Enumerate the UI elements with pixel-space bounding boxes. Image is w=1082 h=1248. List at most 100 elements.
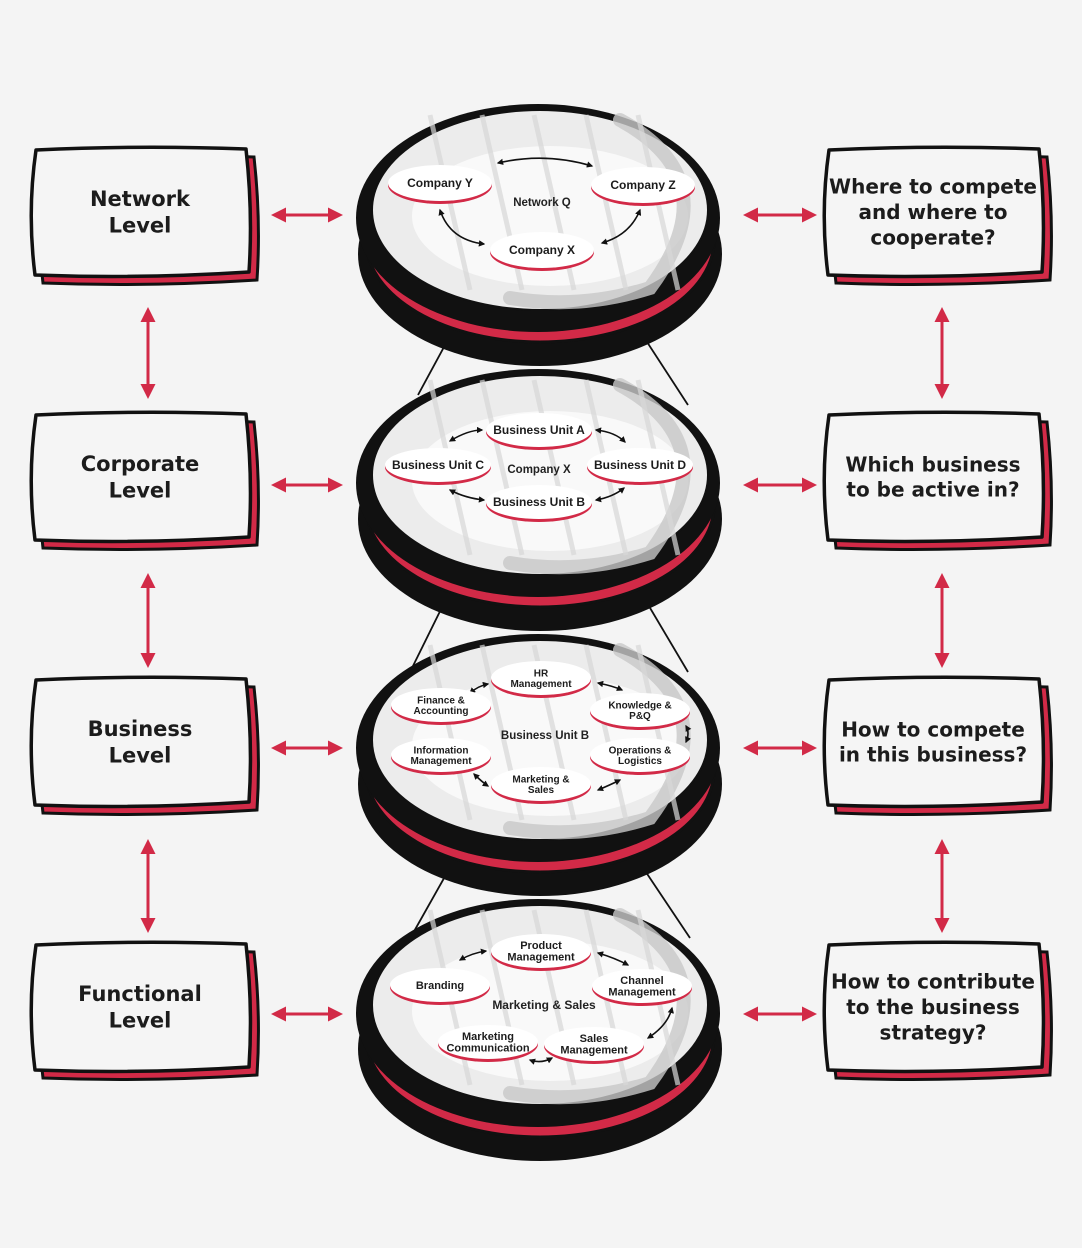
disk-shade-stroke xyxy=(503,908,691,1105)
inner-link-arrow xyxy=(448,489,486,503)
unit-node: Company Y xyxy=(388,165,492,204)
disk-hatch xyxy=(583,114,629,291)
disk-hatch xyxy=(531,379,577,556)
unit-node-body xyxy=(587,448,693,482)
level-question-box-line: How to contribute xyxy=(831,970,1035,994)
unit-node-label: Marketing xyxy=(462,1031,514,1043)
disk-hatch xyxy=(427,644,473,821)
level-label-box-line: Level xyxy=(109,214,172,238)
disk-center-label: Business Unit B xyxy=(501,730,589,742)
disk-hatch xyxy=(479,379,525,556)
unit-node-label: Sales xyxy=(580,1033,609,1045)
level-question-box-line: strategy? xyxy=(880,1020,987,1044)
unit-node: Finance &Accounting xyxy=(391,688,491,725)
unit-node-body xyxy=(385,448,491,482)
inner-link-arrow xyxy=(438,208,486,247)
unit-node-body xyxy=(491,661,591,695)
unit-node-body xyxy=(592,969,692,1003)
level-question-box-frame xyxy=(822,410,1046,544)
unit-node-label: Sales xyxy=(528,785,555,796)
unit-node-label: Company Y xyxy=(407,176,473,190)
unit-node-label: Logistics xyxy=(618,756,662,767)
unit-node-body xyxy=(490,232,594,268)
inner-link-arrow xyxy=(596,680,624,691)
unit-node-label: Management xyxy=(410,756,472,767)
disk-shade-stroke xyxy=(503,113,691,310)
disk-hatch xyxy=(635,644,681,821)
level-label-box-line: Business xyxy=(88,717,193,741)
unit-node-body xyxy=(388,165,492,201)
unit-node-label: Management xyxy=(560,1045,628,1057)
unit-node-body xyxy=(486,413,592,447)
unit-node: Business Unit B xyxy=(486,485,592,522)
unit-node-label: Company X xyxy=(509,243,575,257)
unit-node-label: Company Z xyxy=(610,178,675,192)
level-label-box-frame xyxy=(29,410,253,544)
inner-link-arrow xyxy=(594,487,625,503)
unit-node-label: Communication xyxy=(446,1043,529,1055)
inner-link-arrow xyxy=(473,773,490,787)
unit-node-label: Branding xyxy=(416,980,464,992)
level-disk-1: Network Q Company Y Company Z Company X xyxy=(356,104,722,366)
level-question-box-line: to be active in? xyxy=(846,478,1019,502)
level-question-box-line: to the business xyxy=(846,995,1020,1019)
disk-center-label: Network Q xyxy=(513,197,571,209)
unit-node-label: HR xyxy=(534,668,549,679)
unit-node: Branding xyxy=(390,968,490,1005)
unit-node-body xyxy=(590,693,690,727)
level-question-box-frame xyxy=(822,145,1046,279)
unit-node: Company X xyxy=(490,232,594,271)
unit-node-label: Business Unit C xyxy=(392,458,484,472)
unit-node-body xyxy=(591,167,695,203)
level-label-box-line: Corporate xyxy=(81,452,199,476)
unit-node-body xyxy=(590,738,690,772)
unit-node-body xyxy=(391,738,491,772)
unit-node-label: Business Unit A xyxy=(493,423,585,437)
inner-link-arrow xyxy=(596,779,622,791)
level-question-box-line: in this business? xyxy=(839,743,1027,767)
level-label-box-frame xyxy=(29,940,253,1074)
unit-node-body xyxy=(486,485,592,519)
unit-node: Company Z xyxy=(591,167,695,206)
disk-shade-stroke xyxy=(503,643,691,840)
unit-node-label: Operations & xyxy=(609,745,672,756)
unit-node-body xyxy=(390,968,490,1002)
disk-center-label: Company X xyxy=(507,464,571,476)
unit-node-label: Management xyxy=(608,987,676,999)
level-question-box-line: Where to compete xyxy=(829,175,1037,199)
unit-node-label: Channel xyxy=(620,975,663,987)
unit-node-label: Product xyxy=(520,940,562,952)
inner-link-arrow xyxy=(528,1057,554,1065)
level-label-box-frame xyxy=(29,145,253,279)
inner-link-arrow xyxy=(600,208,642,245)
level-label-box-frame xyxy=(29,675,253,809)
unit-node-label: P&Q xyxy=(629,711,651,722)
unit-node-label: Management xyxy=(507,952,575,964)
level-label-box-line: Level xyxy=(109,744,172,768)
level-label-box-line: Level xyxy=(109,479,172,503)
unit-node-body xyxy=(491,767,591,801)
unit-node: Operations &Logistics xyxy=(590,738,690,775)
level-question-box-line: How to compete xyxy=(841,717,1025,741)
inner-link-arrow xyxy=(685,724,692,744)
inner-link-arrow xyxy=(594,427,626,443)
disk-center-label: Marketing & Sales xyxy=(492,998,596,1012)
disk-shade-stroke xyxy=(503,378,691,575)
unit-node-label: Business Unit D xyxy=(594,458,686,472)
unit-node: Business Unit A xyxy=(486,413,592,450)
inner-link-arrow xyxy=(646,1006,674,1039)
